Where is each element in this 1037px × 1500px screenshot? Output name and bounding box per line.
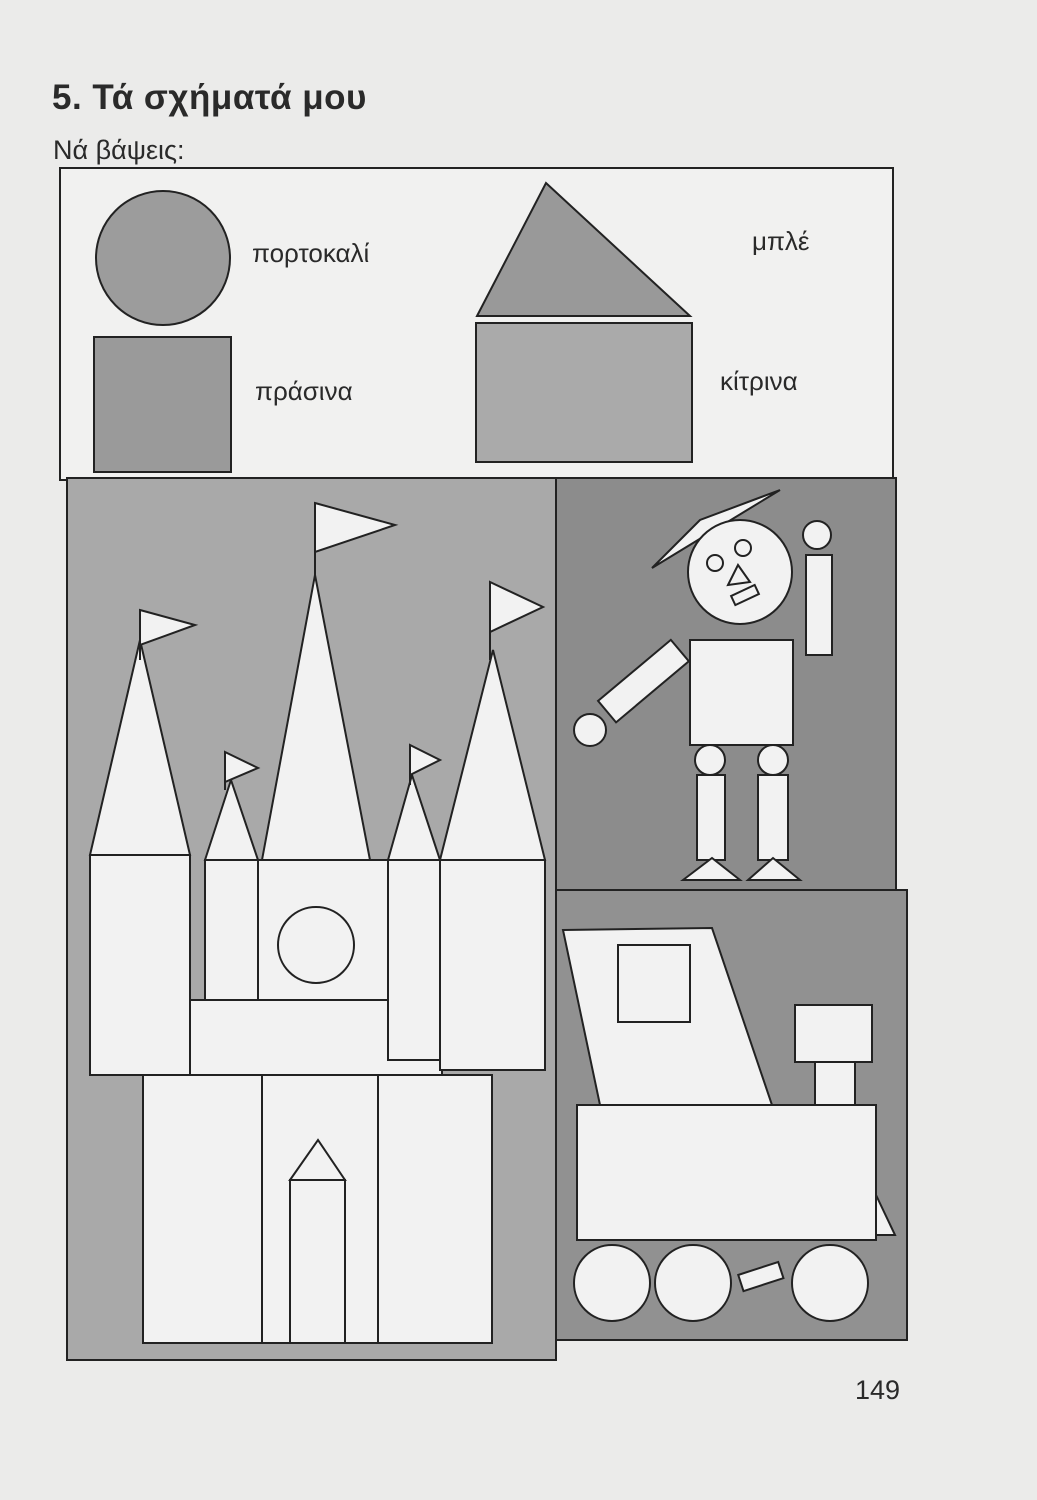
instruction: Νά βάψεις: [53, 135, 185, 165]
truck-body [576, 1104, 877, 1241]
tower-right [439, 859, 546, 1071]
legend-rectangle-label: κίτρινα [720, 366, 798, 396]
robot [573, 489, 833, 881]
legend-square [93, 336, 232, 473]
tower-left [89, 854, 191, 1076]
truck [561, 926, 897, 1322]
flag [409, 743, 443, 777]
castle-door [289, 1179, 346, 1344]
flag [224, 750, 261, 784]
tower-small-left [204, 859, 259, 1001]
legend-circle-label: πορτοκαλί [252, 238, 370, 268]
flag [489, 580, 546, 634]
color-legend: πορτοκαλί μπλέ πράσινα κίτρινα [59, 167, 894, 481]
wheel [654, 1244, 732, 1322]
tower-small-right [387, 859, 441, 1061]
robot-arm-right [805, 554, 833, 656]
legend-triangle-label: μπλέ [752, 226, 810, 256]
wheel [791, 1244, 869, 1322]
wheel [573, 1244, 651, 1322]
page-number: 149 [855, 1375, 901, 1405]
castle [88, 501, 547, 1344]
door-roof [288, 1138, 347, 1181]
legend-rectangle [475, 322, 693, 463]
robot-arm-left [596, 638, 691, 724]
legend-circle [95, 190, 231, 326]
truck-window [617, 944, 691, 1023]
legend-triangle [475, 181, 693, 317]
flag [139, 608, 199, 647]
legend-square-label: πράσινα [255, 376, 353, 406]
robot-body [689, 639, 794, 746]
castle-window [277, 906, 355, 984]
page-title: 5. Τά σχήματά μου [52, 78, 367, 117]
flag [314, 501, 399, 554]
